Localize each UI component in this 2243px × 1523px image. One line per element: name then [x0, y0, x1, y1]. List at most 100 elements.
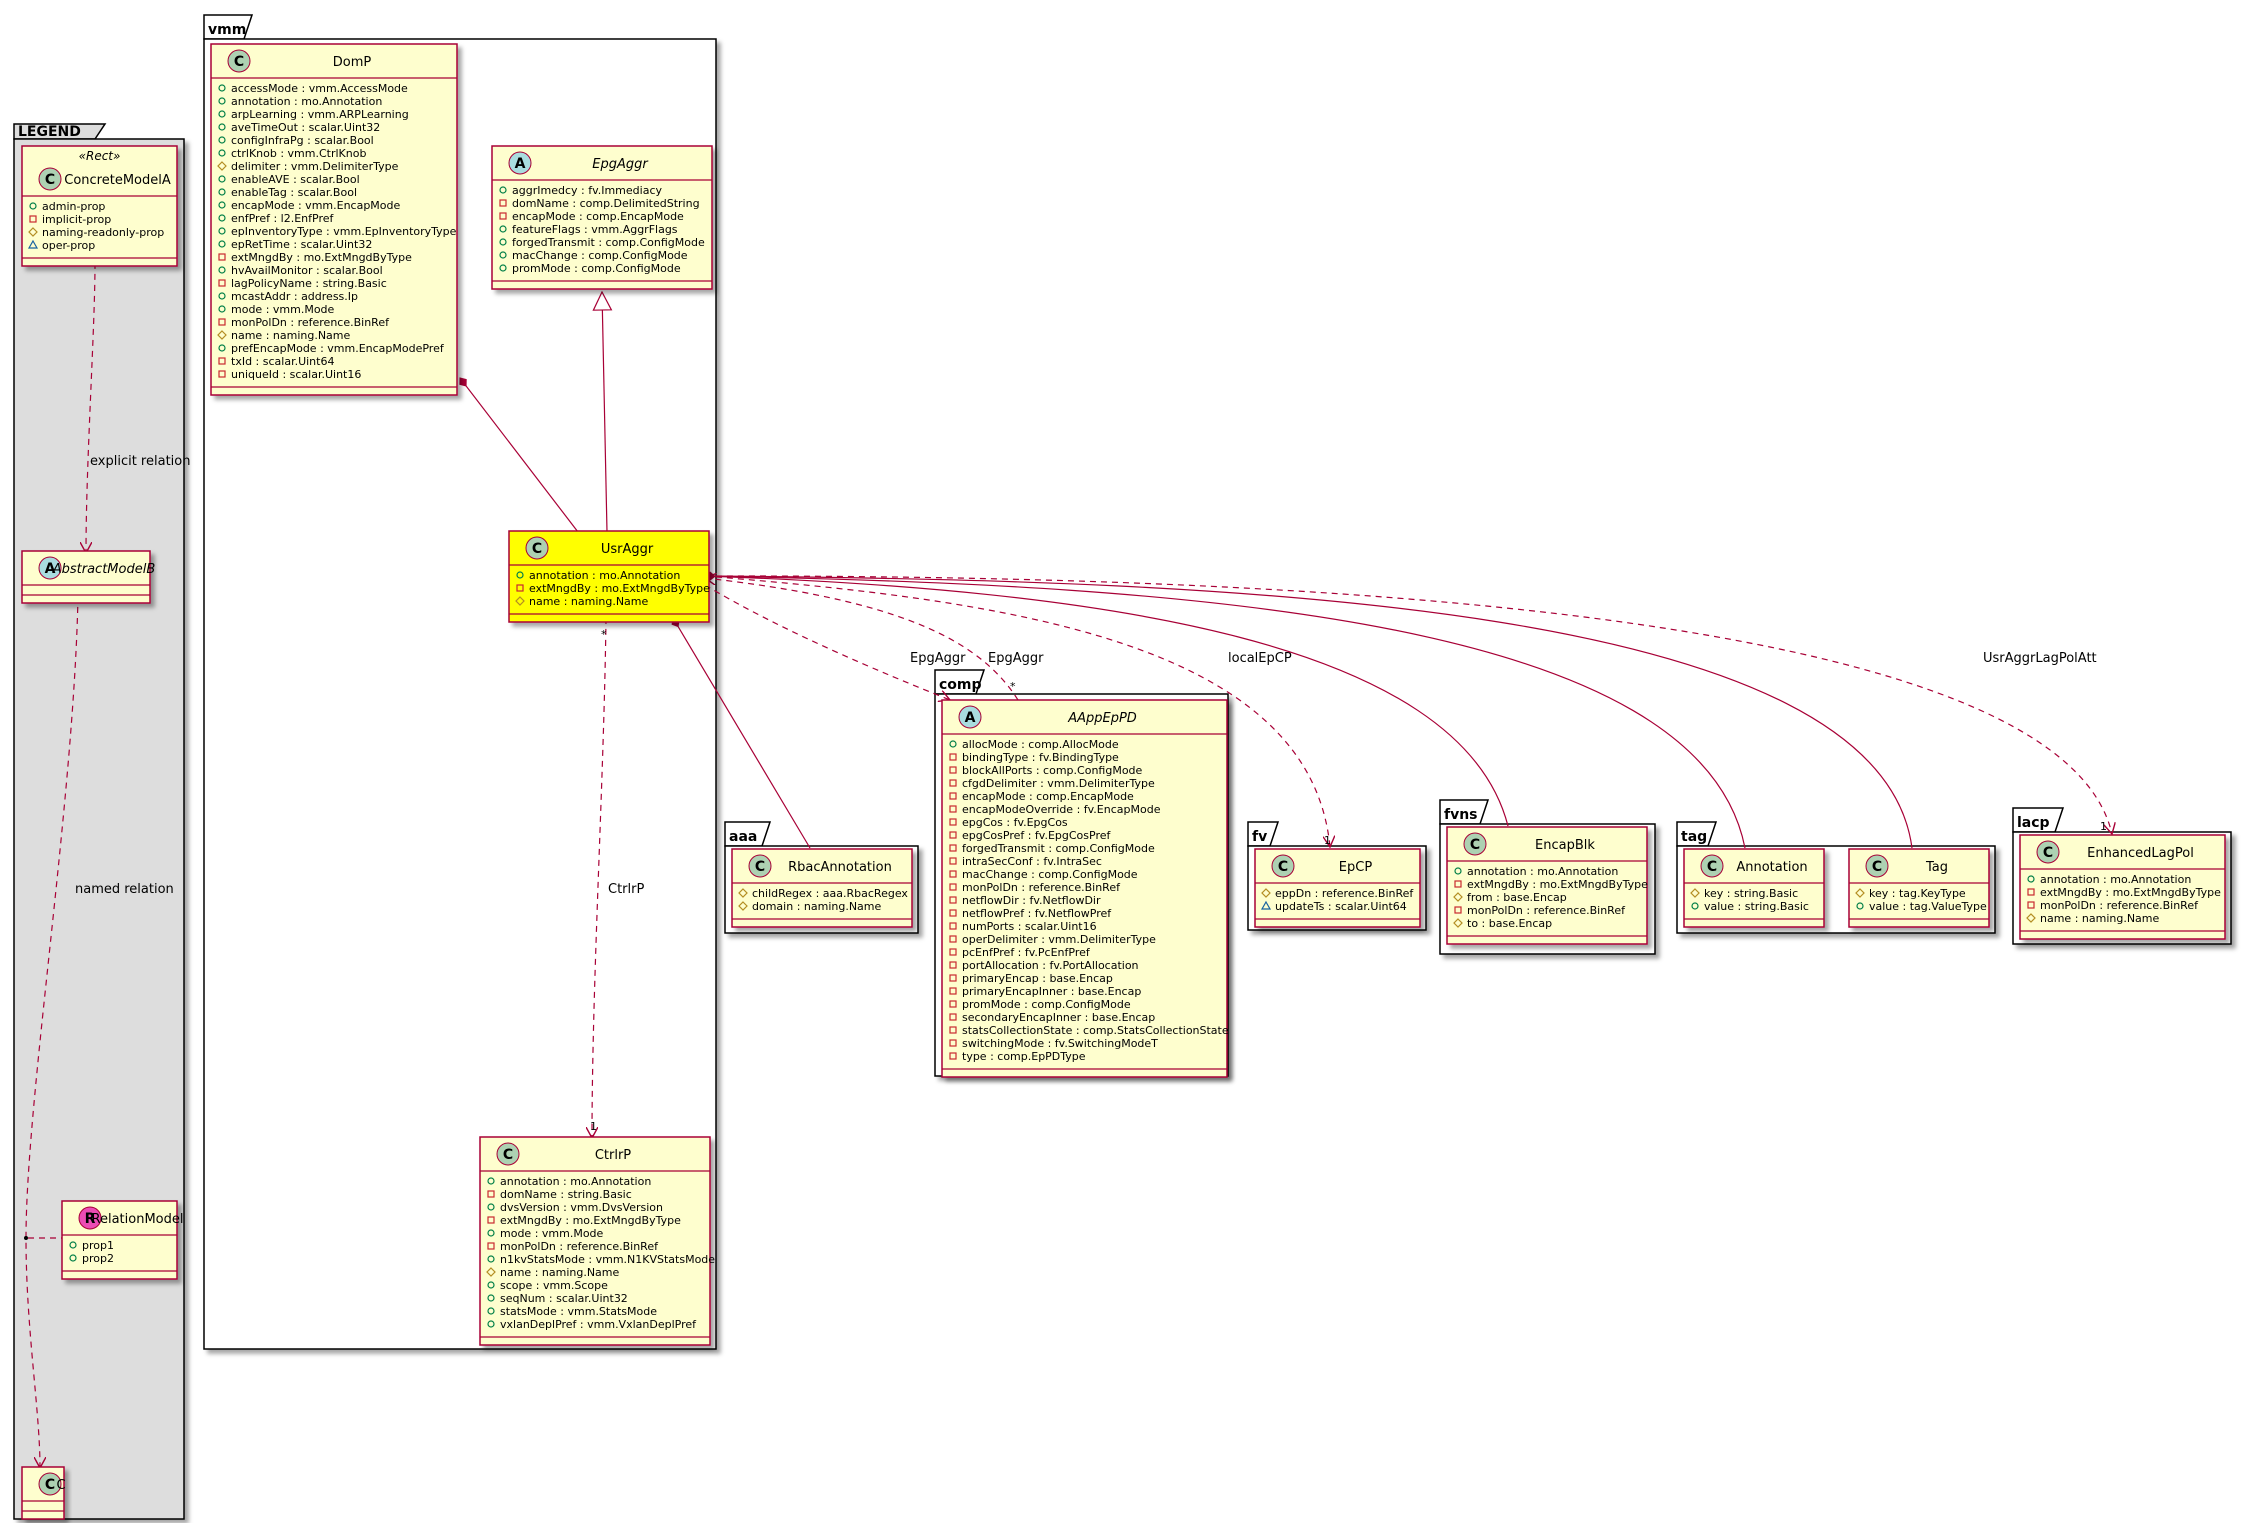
aappeppd-attribute: netflowDir : fv.NetflowDir	[962, 894, 1101, 907]
abstract-badge-icon	[508, 151, 532, 175]
badge-letter: C	[1707, 859, 1717, 875]
domp-attribute: monPolDn : reference.BinRef	[231, 316, 390, 329]
domp-attribute: uniqueId : scalar.Uint16	[231, 368, 361, 381]
public-visibility-icon	[29, 202, 37, 210]
aappeppd-attribute: epgCosPref : fv.EpgCosPref	[962, 829, 1112, 842]
protected-visibility-icon	[28, 227, 38, 237]
fvns-package-title: fvns	[1444, 807, 1478, 823]
private-visibility-icon	[949, 779, 957, 787]
domp-attribute: enableTag : scalar.Bool	[231, 186, 357, 199]
public-visibility-icon	[487, 1255, 495, 1263]
private-visibility-icon	[2027, 888, 2035, 896]
ctrlrp-attribute: domName : string.Basic	[500, 1188, 632, 1201]
epgaggr-attribute: promMode : comp.ConfigMode	[512, 262, 681, 275]
lacp-package-title: lacp	[2017, 815, 2050, 831]
domp-attribute: annotation : mo.Annotation	[231, 95, 382, 108]
badge-letter: C	[1470, 837, 1480, 853]
public-visibility-icon	[218, 227, 226, 235]
domp-class-box	[210, 43, 458, 396]
domp-class-name: DomP	[333, 55, 372, 70]
rbacannotation-attribute: domain : naming.Name	[752, 900, 882, 913]
public-visibility-icon	[516, 571, 524, 579]
private-visibility-icon	[487, 1216, 495, 1224]
encapblk-attribute: to : base.Encap	[1467, 917, 1552, 930]
usraggr-annotation-composition	[704, 575, 1746, 849]
ctrlrp-attribute: monPolDn : reference.BinRef	[500, 1240, 659, 1253]
domp-attribute: delimiter : vmm.DelimiterType	[231, 160, 399, 173]
usraggr-ctrlrp-relation	[592, 617, 607, 1138]
public-visibility-icon	[218, 123, 226, 131]
epcp-attribute: updateTs : scalar.Uint64	[1275, 900, 1407, 913]
protected-visibility-icon	[515, 596, 525, 606]
ctrlrp-attribute: seqNum : scalar.Uint32	[500, 1292, 628, 1305]
domp-attribute: txId : scalar.Uint64	[231, 355, 334, 368]
protected-visibility-icon	[217, 330, 227, 340]
epgaggr-relation-label-1: EpgAggr	[910, 651, 966, 666]
private-visibility-icon	[949, 922, 957, 930]
package-visibility-icon	[1260, 900, 1272, 910]
domp-attribute: enableAVE : scalar.Bool	[231, 173, 360, 186]
epgaggr-attribute: featureFlags : vmm.AggrFlags	[512, 223, 678, 236]
private-visibility-icon	[949, 935, 957, 943]
public-visibility-icon	[218, 188, 226, 196]
aappeppd-attribute: primaryEncap : base.Encap	[962, 972, 1113, 985]
domp-attribute: mcastAddr : address.Ip	[231, 290, 358, 303]
usraggr-attribute: name : naming.Name	[529, 595, 649, 608]
local-epcp-relation-label: localEpCP	[1228, 651, 1292, 666]
private-visibility-icon	[949, 896, 957, 904]
explicit-relation-line	[86, 262, 96, 553]
private-visibility-icon	[949, 909, 957, 917]
aappeppd-attribute: operDelimiter : vmm.DelimiterType	[962, 933, 1156, 946]
domp-attribute: accessMode : vmm.AccessMode	[231, 82, 408, 95]
domp-attribute: prefEncapMode : vmm.EncapModePref	[231, 342, 445, 355]
relationmodel-attribute: prop2	[82, 1252, 114, 1265]
public-visibility-icon	[2027, 875, 2035, 883]
private-visibility-icon	[218, 370, 226, 378]
ctrlrp-mult-one: 1	[590, 1120, 597, 1133]
domp-attribute: epInventoryType : vmm.EpInventoryType	[231, 225, 457, 238]
public-visibility-icon	[499, 264, 507, 272]
private-visibility-icon	[487, 1190, 495, 1198]
concretemodela-attribute: naming-readonly-prop	[42, 226, 164, 239]
domp-attribute: enfPref : l2.EnfPref	[231, 212, 335, 225]
public-visibility-icon	[218, 344, 226, 352]
protected-visibility-icon	[1453, 892, 1463, 902]
public-visibility-icon	[218, 305, 226, 313]
private-visibility-icon	[949, 844, 957, 852]
aappeppd-attribute: forgedTransmit : comp.ConfigMode	[962, 842, 1155, 855]
protected-visibility-icon	[217, 161, 227, 171]
encapblk-attribute: monPolDn : reference.BinRef	[1467, 904, 1626, 917]
concretemodela-attribute: implicit-prop	[42, 213, 111, 226]
usraggr-encapblk-composition	[704, 571, 1509, 827]
domp-usraggr-composition	[459, 377, 579, 533]
public-visibility-icon	[487, 1307, 495, 1315]
domp-attribute: ctrlKnob : vmm.CtrlKnob	[231, 147, 366, 160]
ctrlrp-attribute: mode : vmm.Mode	[500, 1227, 604, 1240]
tag-package-title: tag	[1681, 829, 1707, 845]
ctrlrp-class-name: CtrlrP	[595, 1148, 631, 1163]
private-visibility-icon	[29, 215, 37, 223]
epgaggr-attribute: forgedTransmit : comp.ConfigMode	[512, 236, 705, 249]
public-visibility-icon	[218, 149, 226, 157]
tag-attribute: value : tag.ValueType	[1869, 900, 1987, 913]
private-visibility-icon	[516, 584, 524, 592]
aappeppd-attribute: monPolDn : reference.BinRef	[962, 881, 1121, 894]
private-visibility-icon	[499, 199, 507, 207]
ctrlrp-attribute: name : naming.Name	[500, 1266, 620, 1279]
ctrlrp-attribute: dvsVersion : vmm.DvsVersion	[500, 1201, 663, 1214]
